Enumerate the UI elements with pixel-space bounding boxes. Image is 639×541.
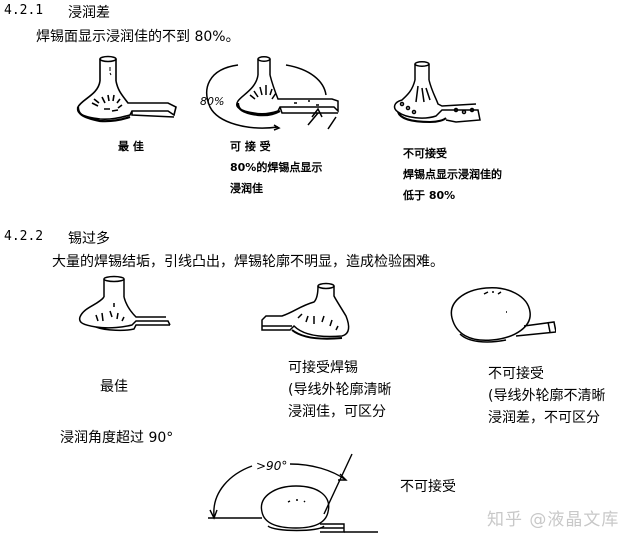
section-description-excess: 大量的焊锡结垢，引线凸出，焊锡轮廓不明显，造成检验困难。 bbox=[52, 254, 444, 270]
angle-label: >90° bbox=[256, 459, 287, 473]
caption-acceptable-3: 浸润佳 bbox=[230, 182, 263, 195]
wetting-angle-verdict: 不可接受 bbox=[400, 479, 456, 495]
caption-unacceptable-excess-2: (导线外轮廓不清晰 bbox=[488, 388, 606, 404]
caption-acceptable-1: 可 接 受 bbox=[230, 140, 271, 153]
caption-acceptable-excess-1: 可接受焊锡 bbox=[288, 360, 358, 376]
caption-acceptable-excess-3: 浸润佳，可区分 bbox=[288, 404, 386, 420]
section-title-poor-wetting: 浸润差 bbox=[68, 5, 110, 21]
section-number-4-2-1: 4.2.1 bbox=[4, 3, 44, 18]
caption-acceptable-excess-2: (导线外轮廓清晰 bbox=[288, 382, 392, 398]
section-description: 焊锡面显示浸润佳的不到 80%。 bbox=[36, 29, 240, 45]
caption-best: 最 佳 bbox=[118, 140, 144, 153]
caption-unacceptable-2: 焊锡点显示浸润佳的 bbox=[403, 168, 502, 181]
caption-unacceptable-1: 不可接受 bbox=[403, 147, 447, 160]
wetting-angle-heading: 浸润角度超过 90° bbox=[60, 430, 174, 446]
wetting-angle-illustration: >90° bbox=[208, 453, 378, 533]
solder-joint-under-80-percent-illustration bbox=[393, 61, 481, 124]
caption-best-2: 最佳 bbox=[100, 379, 128, 395]
watermark: 知乎 @液晶文库 bbox=[487, 510, 620, 530]
caption-acceptable-2: 80%的焊锡点显示 bbox=[230, 161, 323, 174]
solder-joint-80-percent-illustration: 80% bbox=[200, 56, 339, 131]
solder-joint-unacceptable-excess-illustration bbox=[450, 287, 556, 343]
caption-unacceptable-excess-3: 浸润差，不可区分 bbox=[488, 410, 600, 426]
solder-joint-acceptable-excess-illustration bbox=[261, 282, 350, 340]
caption-unacceptable-excess-1: 不可接受 bbox=[488, 366, 544, 382]
solder-joint-best-illustration bbox=[76, 55, 177, 123]
eighty-percent-label: 80% bbox=[200, 95, 224, 108]
caption-unacceptable-3: 低于 80% bbox=[403, 189, 456, 202]
solder-joint-best-illustration-2 bbox=[78, 275, 171, 332]
section-title-excess-solder: 锡过多 bbox=[68, 231, 110, 247]
section-number-4-2-2: 4.2.2 bbox=[4, 229, 44, 244]
